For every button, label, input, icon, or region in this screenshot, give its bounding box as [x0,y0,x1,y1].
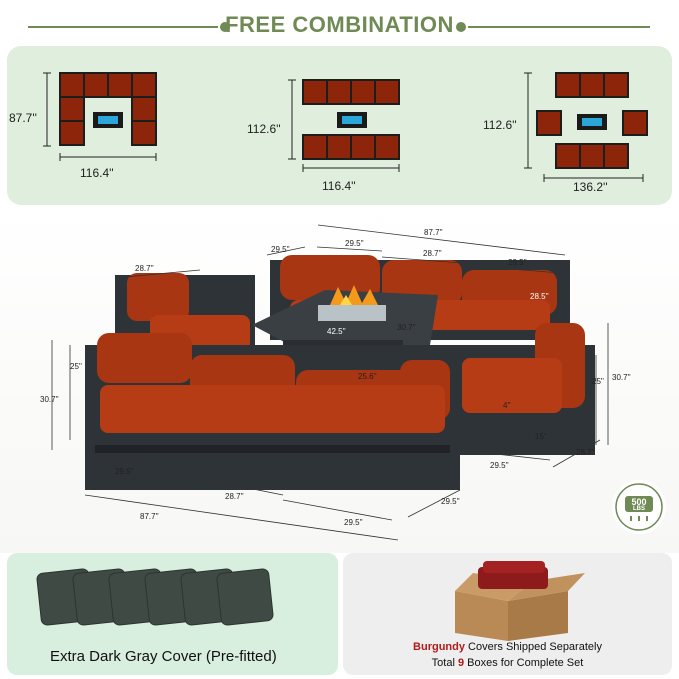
shipping-note: Burgundy Covers Shipped Separately [343,641,672,653]
right-chair [455,323,595,455]
dim-left-seat-height: 25'' [70,362,82,371]
dim-left-total-height: 30.7'' [40,395,59,404]
dim-corner-depth: 28.5'' [530,292,549,301]
dim-table-width: 42.5'' [327,327,346,336]
dim-top-c: 28.7'' [423,249,442,258]
layout2-width: 116.4'' [322,179,356,193]
load-capacity-badge: 500 LBS [612,480,666,534]
layout3-width: 136.2'' [573,180,608,194]
layout3-depth: 112.6'' [483,118,517,132]
page-title: FREE COMBINATION [225,12,454,37]
badge-unit: LBS [633,506,645,512]
title-dot-left [220,22,230,32]
dim-left-chair: 28.7'' [135,264,154,273]
dim-top-b: 29.5'' [345,239,364,248]
dim-front-depth: 29.5'' [441,497,460,506]
title-line-left [28,26,218,28]
box-count-prefix: Total [431,657,458,669]
covers-panel [7,553,338,675]
layout1-width: 116.4'' [80,166,114,180]
dim-bottom-total: 87.7'' [140,512,159,521]
dim-bottom-a: 29.5'' [115,467,134,476]
layout-parallel [288,79,400,172]
dim-top-total: 87.7'' [424,228,443,237]
dim-right-seat-height: 25'' [592,377,604,386]
title-row: FREE COMBINATION [0,0,679,46]
dim-bottom-c: 29.5'' [344,518,363,527]
covers-illustration [36,568,274,626]
burgundy-word: Burgundy [413,641,465,653]
shipping-box-illustration [455,561,585,641]
dim-bottom-b: 28.7'' [225,492,244,501]
dim-right-chair-depth: 28.7'' [576,448,595,457]
box-count-suffix: Boxes for Complete Set [464,657,584,669]
dim-table-depth: 30.7'' [397,323,416,332]
dim-cushion-thickness: 4'' [503,401,511,410]
title-dot-right [456,22,466,32]
dim-seat-height: 15'' [535,432,547,441]
cover-label: Extra Dark Gray Cover (Pre-fitted) [50,648,277,665]
dimension-lines [51,224,609,541]
layout1-depth: 87.7'' [9,111,37,125]
layouts-diagram [43,72,648,182]
product-illustration: 87.7'' 29.5'' 29.5'' 28.7'' 29.5'' 28.7'… [0,205,679,553]
shipping-note-rest: Covers Shipped Separately [464,641,602,653]
box-count-note: Total 9 Boxes for Complete Set [343,657,672,669]
box-count: 9 [457,657,465,669]
dim-table-height: 25.6'' [358,372,377,381]
dim-top-d: 29.5'' [508,258,527,267]
dim-top-a: 29.5'' [271,245,290,254]
badge-value: 500 [631,497,647,507]
sofa-set-illustration [51,224,609,541]
front-sofa [85,333,460,490]
combination-panel: 87.7'' 116.4'' 112.6'' 116.4'' 112.6'' 1… [7,46,672,205]
dim-right-total-height: 30.7'' [612,373,631,382]
title-line-right [468,26,650,28]
dim-right-chair-width: 29.5'' [490,461,509,470]
layout2-depth: 112.6'' [247,122,281,136]
badge-bg [615,483,663,531]
shipping-panel [343,553,672,675]
layout-u-shape [43,72,157,161]
layout-side-chairs [524,72,648,182]
